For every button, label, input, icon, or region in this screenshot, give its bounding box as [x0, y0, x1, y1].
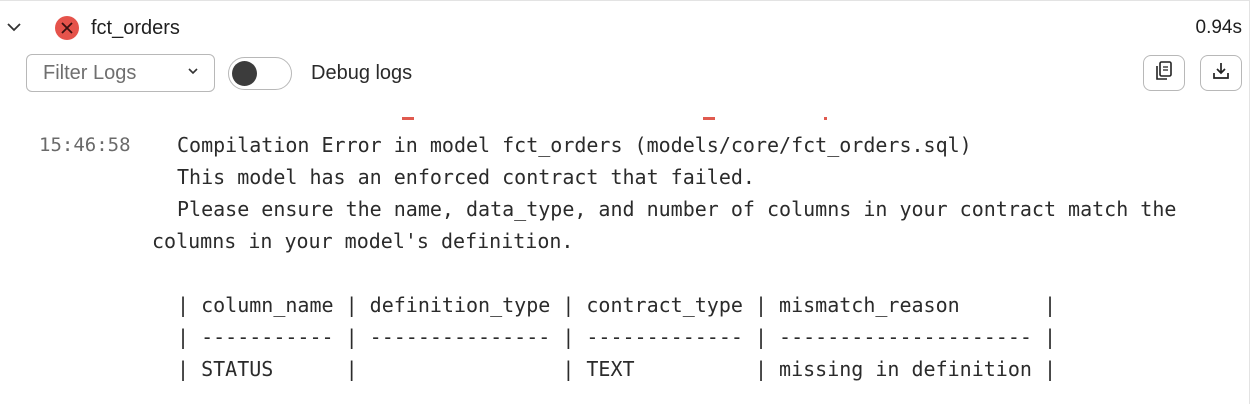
filter-logs-placeholder: Filter Logs [43, 61, 137, 84]
copy-button[interactable] [1143, 55, 1185, 91]
filter-logs-select[interactable]: Filter Logs [26, 54, 215, 92]
log-table-row: | STATUS | | TEXT | missing in definitio… [177, 357, 1056, 381]
download-icon [1211, 61, 1231, 86]
clipped-error-mark [402, 117, 414, 120]
log-line: Please ensure the name, data_type, and n… [177, 197, 1177, 221]
debug-logs-toggle[interactable] [228, 57, 292, 90]
clipped-error-mark [824, 117, 827, 120]
log-table-row: | ----------- | --------------- | ------… [177, 325, 1056, 349]
model-name: fct_orders [91, 17, 180, 39]
copy-icon [1155, 60, 1173, 86]
log-timestamp: 15:46:58 [39, 134, 131, 156]
log-table-row: | column_name | definition_type | contra… [177, 293, 1056, 317]
log-line: columns in your model's definition. [152, 229, 574, 253]
download-button[interactable] [1200, 55, 1242, 91]
toggle-knob [232, 61, 257, 86]
debug-logs-label: Debug logs [311, 62, 413, 84]
run-duration: 0.94s [1195, 17, 1242, 38]
chevron-down-icon[interactable] [4, 17, 24, 37]
clipped-error-mark [703, 117, 715, 120]
error-x-icon [55, 16, 79, 40]
log-line: Compilation Error in model fct_orders (m… [177, 133, 972, 157]
log-line: This model has an enforced contract that… [177, 165, 755, 189]
chevron-down-icon [186, 64, 200, 83]
